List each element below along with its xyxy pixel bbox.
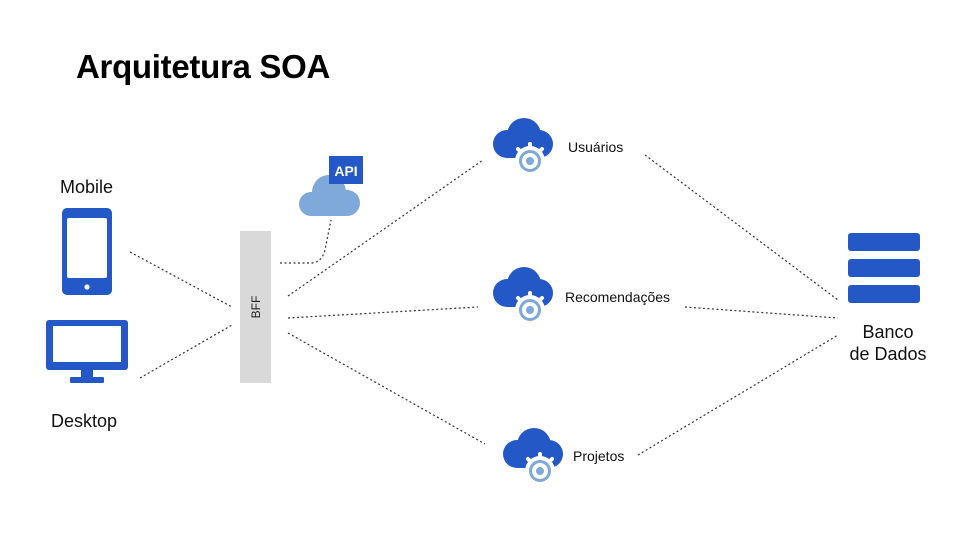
smartphone-icon [62, 208, 112, 295]
connector-desktop-bff [139, 324, 233, 379]
connector-recomendacoes-db [684, 306, 839, 319]
desktop-label: Desktop [51, 411, 118, 431]
cloud-gear-icon [493, 118, 553, 180]
connector-bff-projetos [287, 332, 486, 445]
connector-usuarios-db [644, 154, 839, 301]
mobile-label: Mobile [60, 177, 114, 197]
bff-label: BFF [248, 295, 263, 319]
api-cloud-icon: API [299, 156, 363, 216]
database-label: Banco de Dados [836, 321, 940, 365]
connector-projetos-db [637, 334, 839, 456]
connector-bff-recomendacoes [287, 306, 479, 319]
connector-bff-api [280, 219, 332, 264]
service-label-recomendacoes: Recomendações [565, 289, 671, 305]
connector-bff-usuarios [287, 159, 484, 297]
bff-box: BFF [240, 231, 271, 383]
database-stack-icon [848, 233, 920, 303]
connector-mobile-bff [129, 251, 233, 308]
page-title: Arquitetura SOA [76, 48, 331, 85]
database-label-line2: de Dados [849, 344, 927, 364]
service-label-usuarios: Usuários [568, 139, 624, 155]
monitor-icon [46, 320, 128, 383]
api-badge-label: API [334, 163, 357, 179]
cloud-gear-icon [503, 428, 563, 490]
cloud-gear-icon [493, 267, 553, 329]
database-label-line1: Banco [862, 322, 914, 342]
service-label-projetos: Projetos [573, 448, 625, 464]
